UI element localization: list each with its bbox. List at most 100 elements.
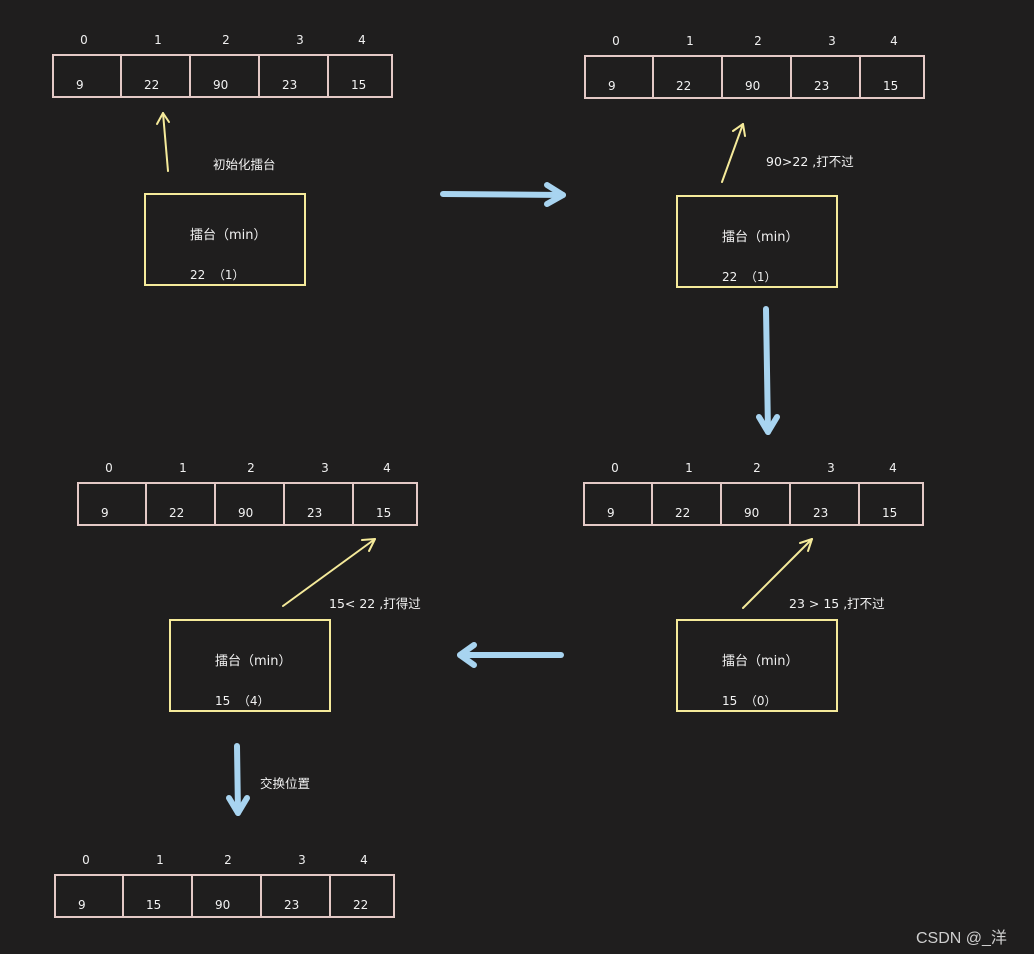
index-label: 2 <box>247 461 255 475</box>
array-cell: 90 <box>722 482 791 526</box>
array-cell: 90 <box>216 482 285 526</box>
min-box-title: 擂台（min） <box>190 228 267 243</box>
index-label: 1 <box>154 33 162 47</box>
array-cell-value: 9 <box>101 506 109 520</box>
min-box-3: 擂台（min） 15 （0） <box>676 619 838 712</box>
array-cell: 15 <box>124 874 193 918</box>
min-box-1: 擂台（min） 22 （1） <box>144 193 306 286</box>
index-label: 1 <box>685 461 693 475</box>
min-box-2: 擂台（min） 22 （1） <box>676 195 838 288</box>
array-cell-value: 23 <box>814 79 830 93</box>
array-cell: 15 <box>354 482 418 526</box>
index-label: 0 <box>612 34 620 48</box>
array-cell: 23 <box>791 482 860 526</box>
min-box-value: 22 （1） <box>190 268 245 282</box>
array-cell-value: 90 <box>215 898 231 912</box>
min-box-title: 擂台（min） <box>215 654 292 669</box>
array-cell-value: 15 <box>376 506 392 520</box>
label-init: 初始化擂台 <box>213 157 276 172</box>
index-label: 1 <box>156 853 164 867</box>
array-cell-value: 23 <box>284 898 300 912</box>
min-box-title: 擂台（min） <box>722 654 799 669</box>
index-label: 4 <box>383 461 391 475</box>
index-label: 2 <box>222 33 230 47</box>
array-cell: 22 <box>331 874 395 918</box>
index-label: 2 <box>224 853 232 867</box>
array-cell: 23 <box>262 874 331 918</box>
flow-arrow-right-icon <box>440 182 566 207</box>
watermark: CSDN @_洋 <box>916 930 1007 947</box>
array-cell-value: 15 <box>883 79 899 93</box>
min-box-value: 22 （1） <box>722 270 777 284</box>
min-box-4: 擂台（min） 15 （4） <box>169 619 331 712</box>
flow-arrow-left-icon <box>457 642 564 668</box>
index-label: 3 <box>298 853 306 867</box>
array-cell-value: 9 <box>607 506 615 520</box>
index-label: 4 <box>360 853 368 867</box>
array-cell-value: 22 <box>353 898 369 912</box>
array-cell: 23 <box>260 54 329 98</box>
array-cells: 9 22 90 23 15 <box>584 55 925 99</box>
array-cell: 15 <box>861 55 925 99</box>
array-cell: 90 <box>723 55 792 99</box>
index-label: 0 <box>611 461 619 475</box>
index-label: 1 <box>179 461 187 475</box>
min-box-value: 15 （4） <box>215 694 270 708</box>
array-cells: 9 22 90 23 15 <box>52 54 393 98</box>
array-cell-value: 22 <box>675 506 691 520</box>
array-cell: 23 <box>792 55 861 99</box>
array-cells: 9 22 90 23 15 <box>77 482 418 526</box>
index-label: 4 <box>890 34 898 48</box>
array-cell: 22 <box>147 482 216 526</box>
array-cell: 15 <box>329 54 393 98</box>
array-cell: 9 <box>77 482 147 526</box>
pointer-arrow-icon <box>156 112 170 172</box>
array-cell-value: 23 <box>307 506 323 520</box>
array-cell: 22 <box>653 482 722 526</box>
array-cell-value: 15 <box>882 506 898 520</box>
array-cell-value: 9 <box>76 78 84 92</box>
index-label: 3 <box>828 34 836 48</box>
index-label: 2 <box>754 34 762 48</box>
index-label: 4 <box>358 33 366 47</box>
array-cell: 22 <box>122 54 191 98</box>
array-cell-value: 22 <box>169 506 185 520</box>
index-label: 3 <box>321 461 329 475</box>
array-cell: 9 <box>54 874 124 918</box>
array-cell-value: 90 <box>238 506 254 520</box>
index-label: 1 <box>686 34 694 48</box>
array-cell-value: 22 <box>144 78 160 92</box>
pointer-arrow-icon <box>721 123 746 183</box>
array-cell: 15 <box>860 482 924 526</box>
array-cell: 90 <box>193 874 262 918</box>
index-label: 3 <box>296 33 304 47</box>
array-cell-value: 90 <box>745 79 761 93</box>
array-cell-value: 15 <box>146 898 162 912</box>
array-cell-value: 15 <box>351 78 367 92</box>
array-cell: 9 <box>52 54 122 98</box>
flow-arrow-down-icon <box>226 743 250 816</box>
array-cell-value: 90 <box>744 506 760 520</box>
label-compare-2: 23 > 15 ,打不过 <box>789 596 885 611</box>
index-label: 0 <box>82 853 90 867</box>
array-cell-value: 23 <box>813 506 829 520</box>
array-cell-value: 9 <box>608 79 616 93</box>
array-cells: 9 22 90 23 15 <box>583 482 924 526</box>
index-label: 0 <box>105 461 113 475</box>
min-box-value: 15 （0） <box>722 694 777 708</box>
array-cells: 9 15 90 23 22 <box>54 874 395 918</box>
min-box-title: 擂台（min） <box>722 230 799 245</box>
label-compare-3: 15< 22 ,打得过 <box>329 596 421 611</box>
flow-arrow-down-icon <box>756 306 780 435</box>
array-cell: 9 <box>584 55 654 99</box>
array-cell-value: 22 <box>676 79 692 93</box>
array-cell: 9 <box>583 482 653 526</box>
array-cell: 90 <box>191 54 260 98</box>
pointer-arrow-icon <box>742 538 813 609</box>
array-cell-value: 9 <box>78 898 86 912</box>
pointer-arrow-icon <box>282 538 376 607</box>
array-cell: 23 <box>285 482 354 526</box>
label-swap: 交换位置 <box>260 776 311 791</box>
array-cell-value: 23 <box>282 78 298 92</box>
